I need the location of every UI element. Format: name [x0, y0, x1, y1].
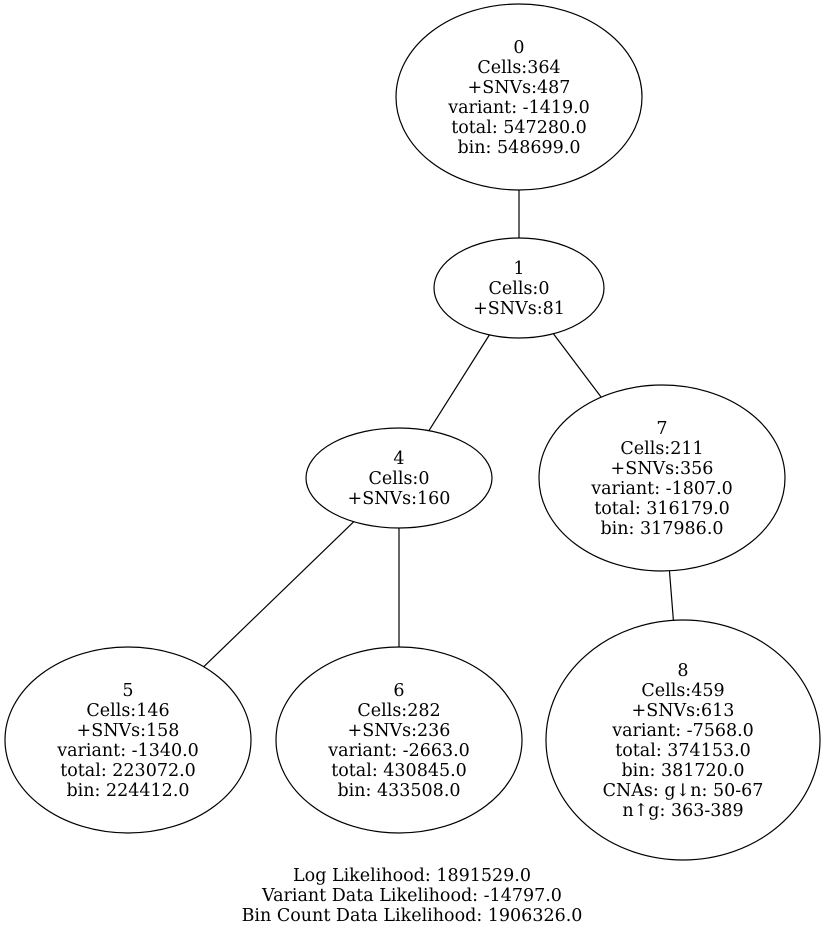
node-6-line-2: +SNVs:236 [348, 721, 451, 741]
node-7-line-2: +SNVs:356 [611, 459, 714, 479]
node-ellipse-4 [305, 427, 493, 529]
edge-1-4 [428, 334, 490, 431]
node-ellipse-0 [395, 3, 643, 191]
node-0-line-3: variant: -1419.0 [447, 98, 590, 118]
node-7-line-0: 7 [656, 419, 667, 439]
node-ellipse-8 [545, 619, 821, 861]
node-4-line-0: 4 [393, 449, 404, 469]
node-4-line-2: +SNVs:160 [348, 489, 451, 509]
node-0-line-4: total: 547280.0 [451, 118, 587, 138]
node-5-line-1: Cells:146 [86, 701, 169, 721]
node-0-line-1: Cells:364 [477, 58, 560, 78]
node-8-line-7: n↑g: 363-389 [622, 801, 743, 821]
node-ellipse-1 [433, 237, 605, 339]
node-8-line-5: bin: 381720.0 [621, 761, 744, 781]
node-5-line-5: bin: 224412.0 [66, 781, 189, 801]
node-5-line-4: total: 223072.0 [60, 761, 196, 781]
node-8-line-2: +SNVs:613 [632, 701, 735, 721]
node-ellipse-5 [4, 646, 252, 834]
variant-likelihood-text: Variant Data Likelihood: -14797.0 [261, 886, 562, 906]
node-4-line-1: Cells:0 [369, 469, 430, 489]
node-6-line-1: Cells:282 [357, 701, 440, 721]
node-1-line-1: Cells:0 [489, 279, 550, 299]
node-7-line-4: total: 316179.0 [594, 499, 730, 519]
node-5-line-2: +SNVs:158 [77, 721, 180, 741]
node-0-line-2: +SNVs:487 [468, 78, 571, 98]
node-1-line-2: +SNVs:81 [473, 299, 565, 319]
node-ellipse-6 [275, 646, 523, 834]
node-7-line-1: Cells:211 [620, 439, 703, 459]
node-ellipse-7 [538, 384, 786, 572]
node-0-line-5: bin: 548699.0 [457, 138, 580, 158]
likelihood-summary: Log Likelihood: 1891529.0 Variant Data L… [242, 866, 583, 926]
edge-1-7 [552, 333, 602, 398]
node-5-line-0: 5 [122, 681, 133, 701]
edge-4-5 [203, 521, 355, 668]
node-8-line-4: total: 374153.0 [615, 741, 751, 761]
node-5-line-3: variant: -1340.0 [56, 741, 199, 761]
node-8-line-6: CNAs: g↓n: 50-67 [603, 781, 764, 801]
bin-count-likelihood-text: Bin Count Data Likelihood: 1906326.0 [242, 906, 583, 926]
node-0-line-0: 0 [513, 38, 524, 58]
node-8-line-0: 8 [677, 661, 688, 681]
node-6-line-3: variant: -2663.0 [327, 741, 470, 761]
node-8-line-1: Cells:459 [641, 681, 724, 701]
node-8-line-3: variant: -7568.0 [611, 721, 754, 741]
node-1-line-0: 1 [513, 259, 524, 279]
edge-7-8 [668, 570, 675, 621]
node-7-line-3: variant: -1807.0 [590, 479, 733, 499]
node-6-line-0: 6 [393, 681, 404, 701]
node-7-line-5: bin: 317986.0 [600, 519, 723, 539]
log-likelihood-text: Log Likelihood: 1891529.0 [293, 866, 531, 886]
edges-layer [203, 190, 675, 668]
node-6-line-5: bin: 433508.0 [337, 781, 460, 801]
node-6-line-4: total: 430845.0 [331, 761, 467, 781]
